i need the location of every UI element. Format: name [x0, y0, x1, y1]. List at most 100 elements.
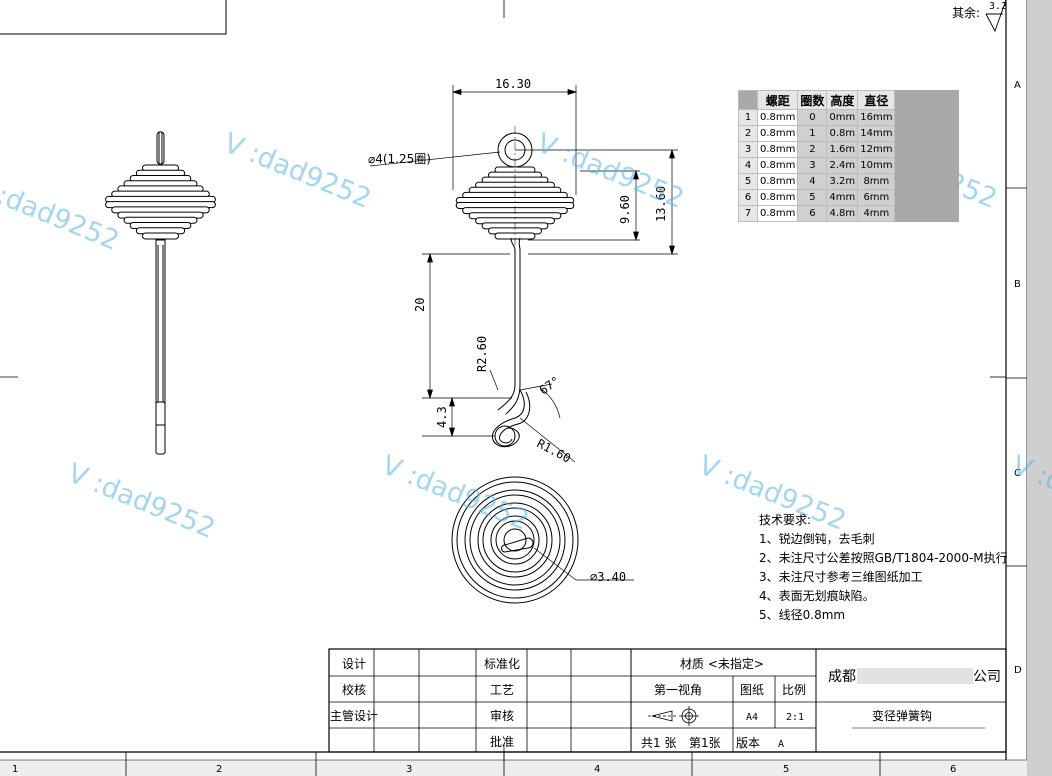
- spec-table-cell: 4mm: [826, 189, 859, 206]
- spec-table-cell: 1: [797, 125, 828, 142]
- zone-label-6: 6: [950, 764, 956, 775]
- spec-table-cell: 0.8mm: [756, 125, 799, 142]
- spec-table-cell: 6mm: [857, 189, 896, 206]
- spec-table-cell: 1.6m: [826, 141, 859, 158]
- dim-bottom-dia: ⌀3.40: [590, 570, 626, 584]
- tb-paper-label: 图纸: [740, 683, 764, 697]
- tech-note-5: 5、线径0.8mm: [759, 608, 845, 622]
- zone-label-2: 2: [216, 764, 222, 775]
- dim-height-b: 13.60: [654, 186, 668, 222]
- tb-version-label: 版本: [736, 736, 760, 750]
- spec-table-cell: 3: [738, 141, 758, 158]
- bottom-zone-strip: [0, 760, 1027, 776]
- tb-sheet-no: 第1张: [689, 736, 721, 750]
- spec-table-cell: 0.8mm: [756, 205, 799, 222]
- spec-table-cell: 0mm: [826, 109, 859, 126]
- bottom-view-spiral: [451, 476, 579, 604]
- surplus-symbol-value: 3.2: [989, 1, 1007, 12]
- zone-label-b: B: [1014, 279, 1021, 290]
- coil-turn: [142, 232, 179, 240]
- surplus-label: 其余:: [952, 5, 980, 20]
- spec-table-cell: 5: [738, 173, 758, 190]
- spec-header-height: 高度: [826, 90, 859, 110]
- zone-label-d: D: [1014, 665, 1022, 676]
- tb-company-prefix: 成都: [828, 669, 856, 685]
- tb-paper: A4: [746, 712, 758, 723]
- tb-approve-label: 批准: [490, 734, 514, 749]
- spec-table-cell: 0.8mm: [756, 157, 799, 174]
- title-block: [328, 648, 1007, 753]
- spec-table-cell: 0: [797, 109, 828, 126]
- spec-table-cell: 14mm: [857, 125, 896, 142]
- zone-label-a: A: [1014, 80, 1021, 91]
- dim-ring: ⌀4(1.25圈): [368, 152, 431, 166]
- spec-table-cell: 0.8m: [826, 125, 859, 142]
- tb-chief-label: 主管设计: [330, 708, 378, 723]
- tech-note-1: 1、锐边倒钝，去毛刺: [759, 532, 875, 546]
- spec-table-cell: 0.8mm: [756, 109, 799, 126]
- top-left-box: [0, 0, 227, 35]
- dim-stem: 20: [413, 298, 427, 312]
- dimension-lines: [369, 85, 678, 581]
- spec-table-cell: 2.4m: [826, 157, 859, 174]
- spec-header-pitch: 螺距: [756, 90, 799, 110]
- dim-radius-a: R2.60: [475, 336, 489, 372]
- spec-table-cell: 2: [797, 141, 828, 158]
- spec-table-cell: 0.8mm: [756, 141, 799, 158]
- tech-note-4: 4、表面无划痕缺陷。: [759, 588, 875, 603]
- spec-table-cell: 3.2m: [826, 173, 859, 190]
- scroll-strip: [1027, 0, 1052, 776]
- tech-notes: 技术要求: 1、锐边倒钝，去毛刺 2、未注尺寸公差按照GB/T1804-2000…: [759, 513, 1008, 622]
- zone-label-5: 5: [783, 764, 789, 775]
- tb-check-label: 校核: [342, 682, 366, 697]
- spec-table-cell: 4: [797, 173, 828, 190]
- projection-symbol-icon: [648, 706, 699, 726]
- spec-table-cell: 16mm: [857, 109, 896, 126]
- zone-label-c: C: [1014, 468, 1021, 479]
- spec-table-cell: 6: [738, 189, 758, 206]
- spec-table-cell: 3: [797, 157, 828, 174]
- spec-table-cell: 6: [797, 205, 828, 222]
- tb-material: 材质 <未指定>: [680, 656, 764, 671]
- tb-scale: 2:1: [786, 712, 804, 723]
- spec-table-header-row: 螺距 圈数 高度 直径: [738, 90, 896, 110]
- spec-table-cell: 5: [797, 189, 828, 206]
- tb-design-label: 设计: [342, 657, 366, 671]
- tb-review-label: 审核: [490, 708, 514, 723]
- tb-first-angle: 第一视角: [654, 682, 702, 697]
- spec-table-cell: 7: [738, 205, 758, 222]
- tb-part-name: 变径弹簧钩: [872, 708, 932, 723]
- spec-table-cell: 4mm: [857, 205, 896, 222]
- tech-note-2: 2、未注尺寸公差按照GB/T1804-2000-M执行: [759, 550, 1008, 565]
- spec-table-cell: 4.8m: [826, 205, 859, 222]
- tb-company-suffix: 公司: [973, 669, 1001, 685]
- spec-table-cell: 8mm: [857, 173, 896, 190]
- tb-version: A: [778, 739, 784, 750]
- zone-ticks: [0, 0, 1027, 776]
- front-view-spring: [455, 132, 575, 448]
- spec-table-cell: 4: [738, 157, 758, 174]
- spec-header-turns: 圈数: [797, 90, 828, 110]
- dim-height-a: 9.60: [618, 195, 632, 224]
- zone-label-1: 1: [12, 764, 18, 775]
- tb-scale-label: 比例: [782, 683, 806, 697]
- tech-note-3: 3、未注尺寸参考三维图纸加工: [759, 569, 923, 584]
- tb-sheets: 共1 张: [641, 736, 676, 750]
- company-name-blur: [857, 668, 973, 684]
- tb-process-label: 工艺: [490, 683, 514, 697]
- roughness-symbol-icon: [985, 0, 1007, 33]
- spec-table-cell: 1: [738, 109, 758, 126]
- spec-table-cell: 12mm: [857, 141, 896, 158]
- spec-table-cell: 10mm: [857, 157, 896, 174]
- side-view-spring: [105, 131, 216, 455]
- spec-table-cell: 2: [738, 125, 758, 142]
- tech-notes-title: 技术要求:: [759, 513, 811, 527]
